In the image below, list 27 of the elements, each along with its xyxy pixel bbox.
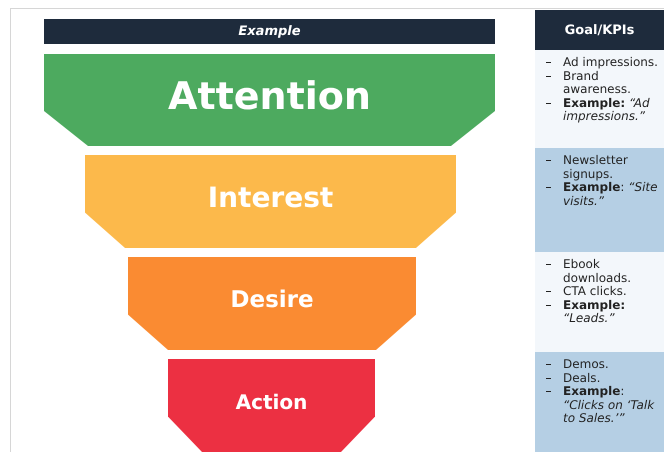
stage-label: Attention [168,74,371,118]
header-text: Example [238,24,301,39]
list-item-text: Deals. [563,370,600,384]
header-text: Goal/KPIs [564,22,634,38]
list-item-text: Brand awareness. [563,68,631,96]
list-item-text: Example: “Site visits.” [563,180,658,208]
table-cell [535,352,664,452]
stage-label: Desire [230,286,314,313]
stage-label: Action [236,390,308,414]
list-item-text: Ebook downloads. [563,257,632,284]
list-item-text: Ad impressions. [563,55,658,69]
list-item-text: Demos. [563,357,609,371]
list-item-text: Newsletter signups. [563,153,628,180]
funnel-stage [168,359,375,452]
table-header [535,10,664,50]
stage-label: Interest [208,181,334,214]
table-cell [535,252,664,352]
list-item-text: Example: “Leads.” [563,298,626,325]
list-item-text: CTA clicks. [563,284,627,298]
list-item-text: Example: “Ad impressions.” [563,96,650,123]
list-item-text: Example: “Clicks on ‘Talk to Sales.’” [563,384,654,425]
header-bar [44,19,495,44]
table-cell [535,50,664,148]
funnel-stage [44,54,495,146]
table-cell [535,148,664,252]
funnel-stage [85,155,456,248]
funnel-stage [128,257,416,350]
